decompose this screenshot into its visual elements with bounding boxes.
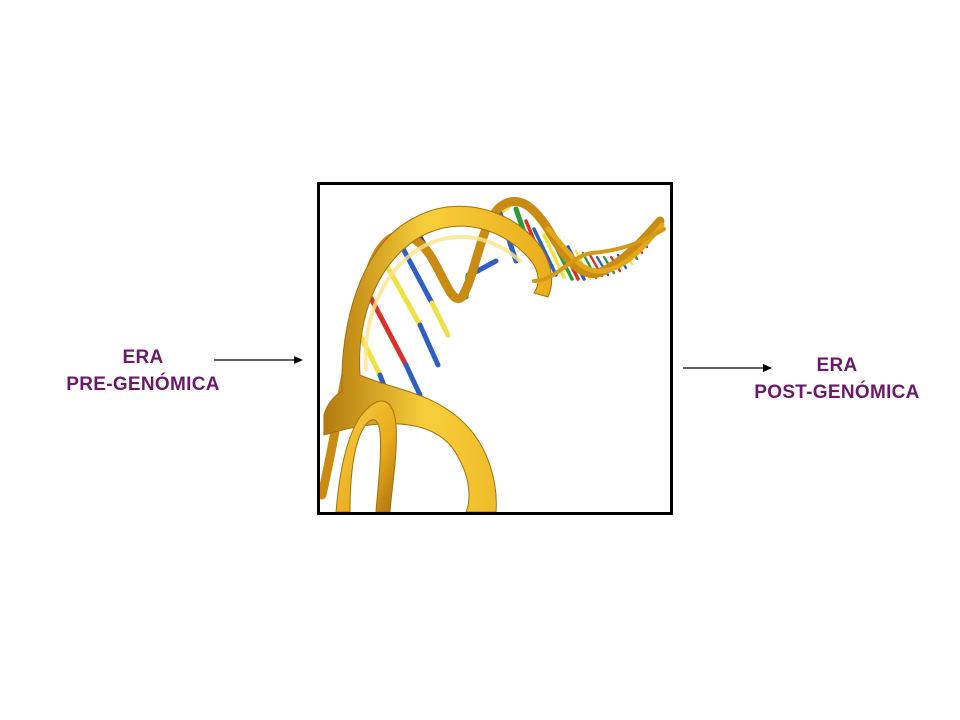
dna-double-helix-icon (320, 197, 666, 512)
right-arrow-icon (683, 364, 772, 372)
post-genomic-era-label: ERA POST-GENÓMICA (724, 352, 950, 406)
dna-helix-image (317, 182, 673, 515)
pre-genomic-era-line2: PRE-GENÓMICA (66, 374, 220, 395)
pre-genomic-era-line1: ERA (122, 347, 164, 368)
pre-genomic-era-label: ERA PRE-GENÓMICA (40, 344, 246, 398)
post-genomic-era-line1: ERA (816, 355, 858, 376)
post-genomic-era-line2: POST-GENÓMICA (754, 382, 920, 403)
left-arrow-icon (214, 356, 303, 364)
